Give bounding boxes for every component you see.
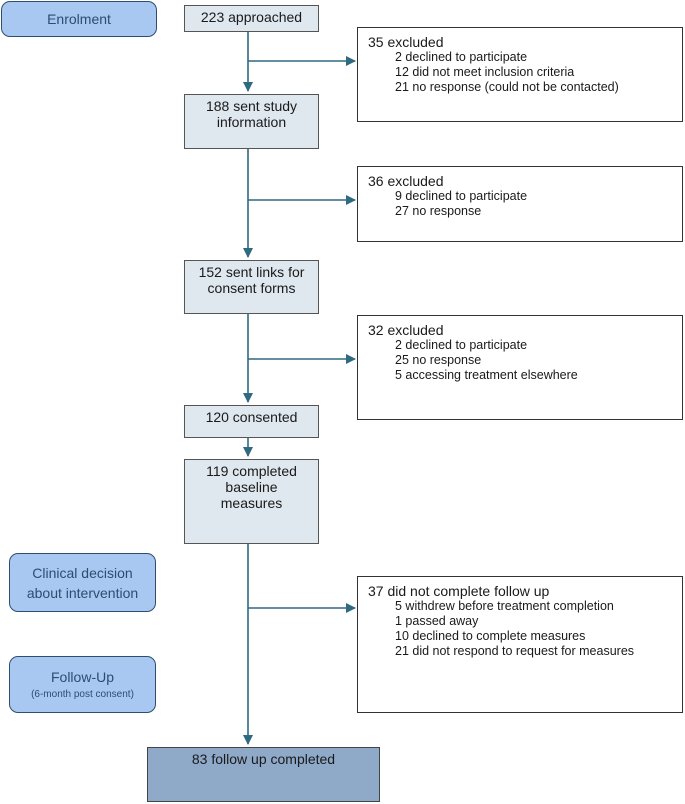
stage-clinical-line-2: about intervention: [26, 584, 139, 601]
baseline-line-1: 119 completed: [206, 463, 297, 479]
approached-text: 223 approached: [200, 9, 303, 25]
exclusion-1-item: 2 declined to participate: [395, 50, 528, 64]
baseline-line-3: measures: [220, 495, 283, 511]
sent-links-line-2: consent forms: [207, 280, 296, 296]
sent-links-line-1: 152 sent links for: [198, 264, 305, 280]
sent-info-line-1: 188 sent study: [205, 98, 298, 114]
exclusion-4-item: 1 passed away: [395, 614, 479, 628]
exclusion-4-title: 37 did not complete follow up: [368, 583, 550, 599]
sent-info-line-2: information: [216, 114, 287, 130]
box-sent-consent-links: 152 sent links for consent forms: [184, 260, 319, 314]
stage-clinical-line-1: Clinical decision: [32, 564, 133, 581]
exclusion-1-item: 21 no response (could not be contacted): [395, 80, 619, 94]
exclusion-1-item: 12 did not meet inclusion criteria: [395, 65, 575, 79]
box-consented: 120 consented: [184, 405, 319, 438]
baseline-line-2: baseline: [225, 479, 278, 495]
exclusion-3-item: 2 declined to participate: [395, 338, 528, 352]
completed-text: 83 follow up completed: [191, 751, 336, 767]
box-sent-study-information: 188 sent study information: [184, 94, 319, 149]
box-completed-baseline: 119 completed baseline measures: [184, 459, 319, 544]
exclusion-box-2: 36 excluded 9 declined to participate 27…: [357, 166, 683, 242]
consented-text: 120 consented: [205, 409, 298, 425]
exclusion-2-title: 36 excluded: [368, 173, 444, 189]
stage-followup-subtext: (6-month post consent): [31, 689, 134, 700]
exclusion-3-title: 32 excluded: [368, 322, 444, 338]
exclusion-4-item: 10 declined to complete measures: [395, 629, 586, 643]
box-follow-up-completed: 83 follow up completed: [147, 747, 380, 802]
stage-label-follow-up: Follow-Up (6-month post consent): [9, 656, 156, 713]
exclusion-box-4: 37 did not complete follow up 5 withdrew…: [357, 576, 683, 713]
exclusion-1-title: 35 excluded: [368, 34, 444, 50]
exclusion-box-1: 35 excluded 2 declined to participate 12…: [357, 27, 683, 122]
exclusion-box-3: 32 excluded 2 declined to participate 25…: [357, 315, 683, 420]
exclusion-2-item: 27 no response: [395, 204, 482, 218]
stage-enrolment-text: Enrolment: [47, 11, 111, 27]
exclusion-2-item: 9 declined to participate: [395, 189, 528, 203]
exclusion-4-item: 21 did not respond to request for measur…: [395, 644, 635, 658]
stage-label-enrolment: Enrolment: [1, 1, 157, 37]
stage-label-clinical-decision: Clinical decision about intervention: [9, 553, 156, 612]
exclusion-3-item: 5 accessing treatment elsewhere: [395, 368, 578, 382]
exclusion-3-item: 25 no response: [395, 353, 482, 367]
exclusion-4-item: 5 withdrew before treatment completion: [395, 599, 614, 613]
box-approached: 223 approached: [184, 5, 319, 32]
stage-followup-text: Follow-Up: [50, 669, 114, 685]
